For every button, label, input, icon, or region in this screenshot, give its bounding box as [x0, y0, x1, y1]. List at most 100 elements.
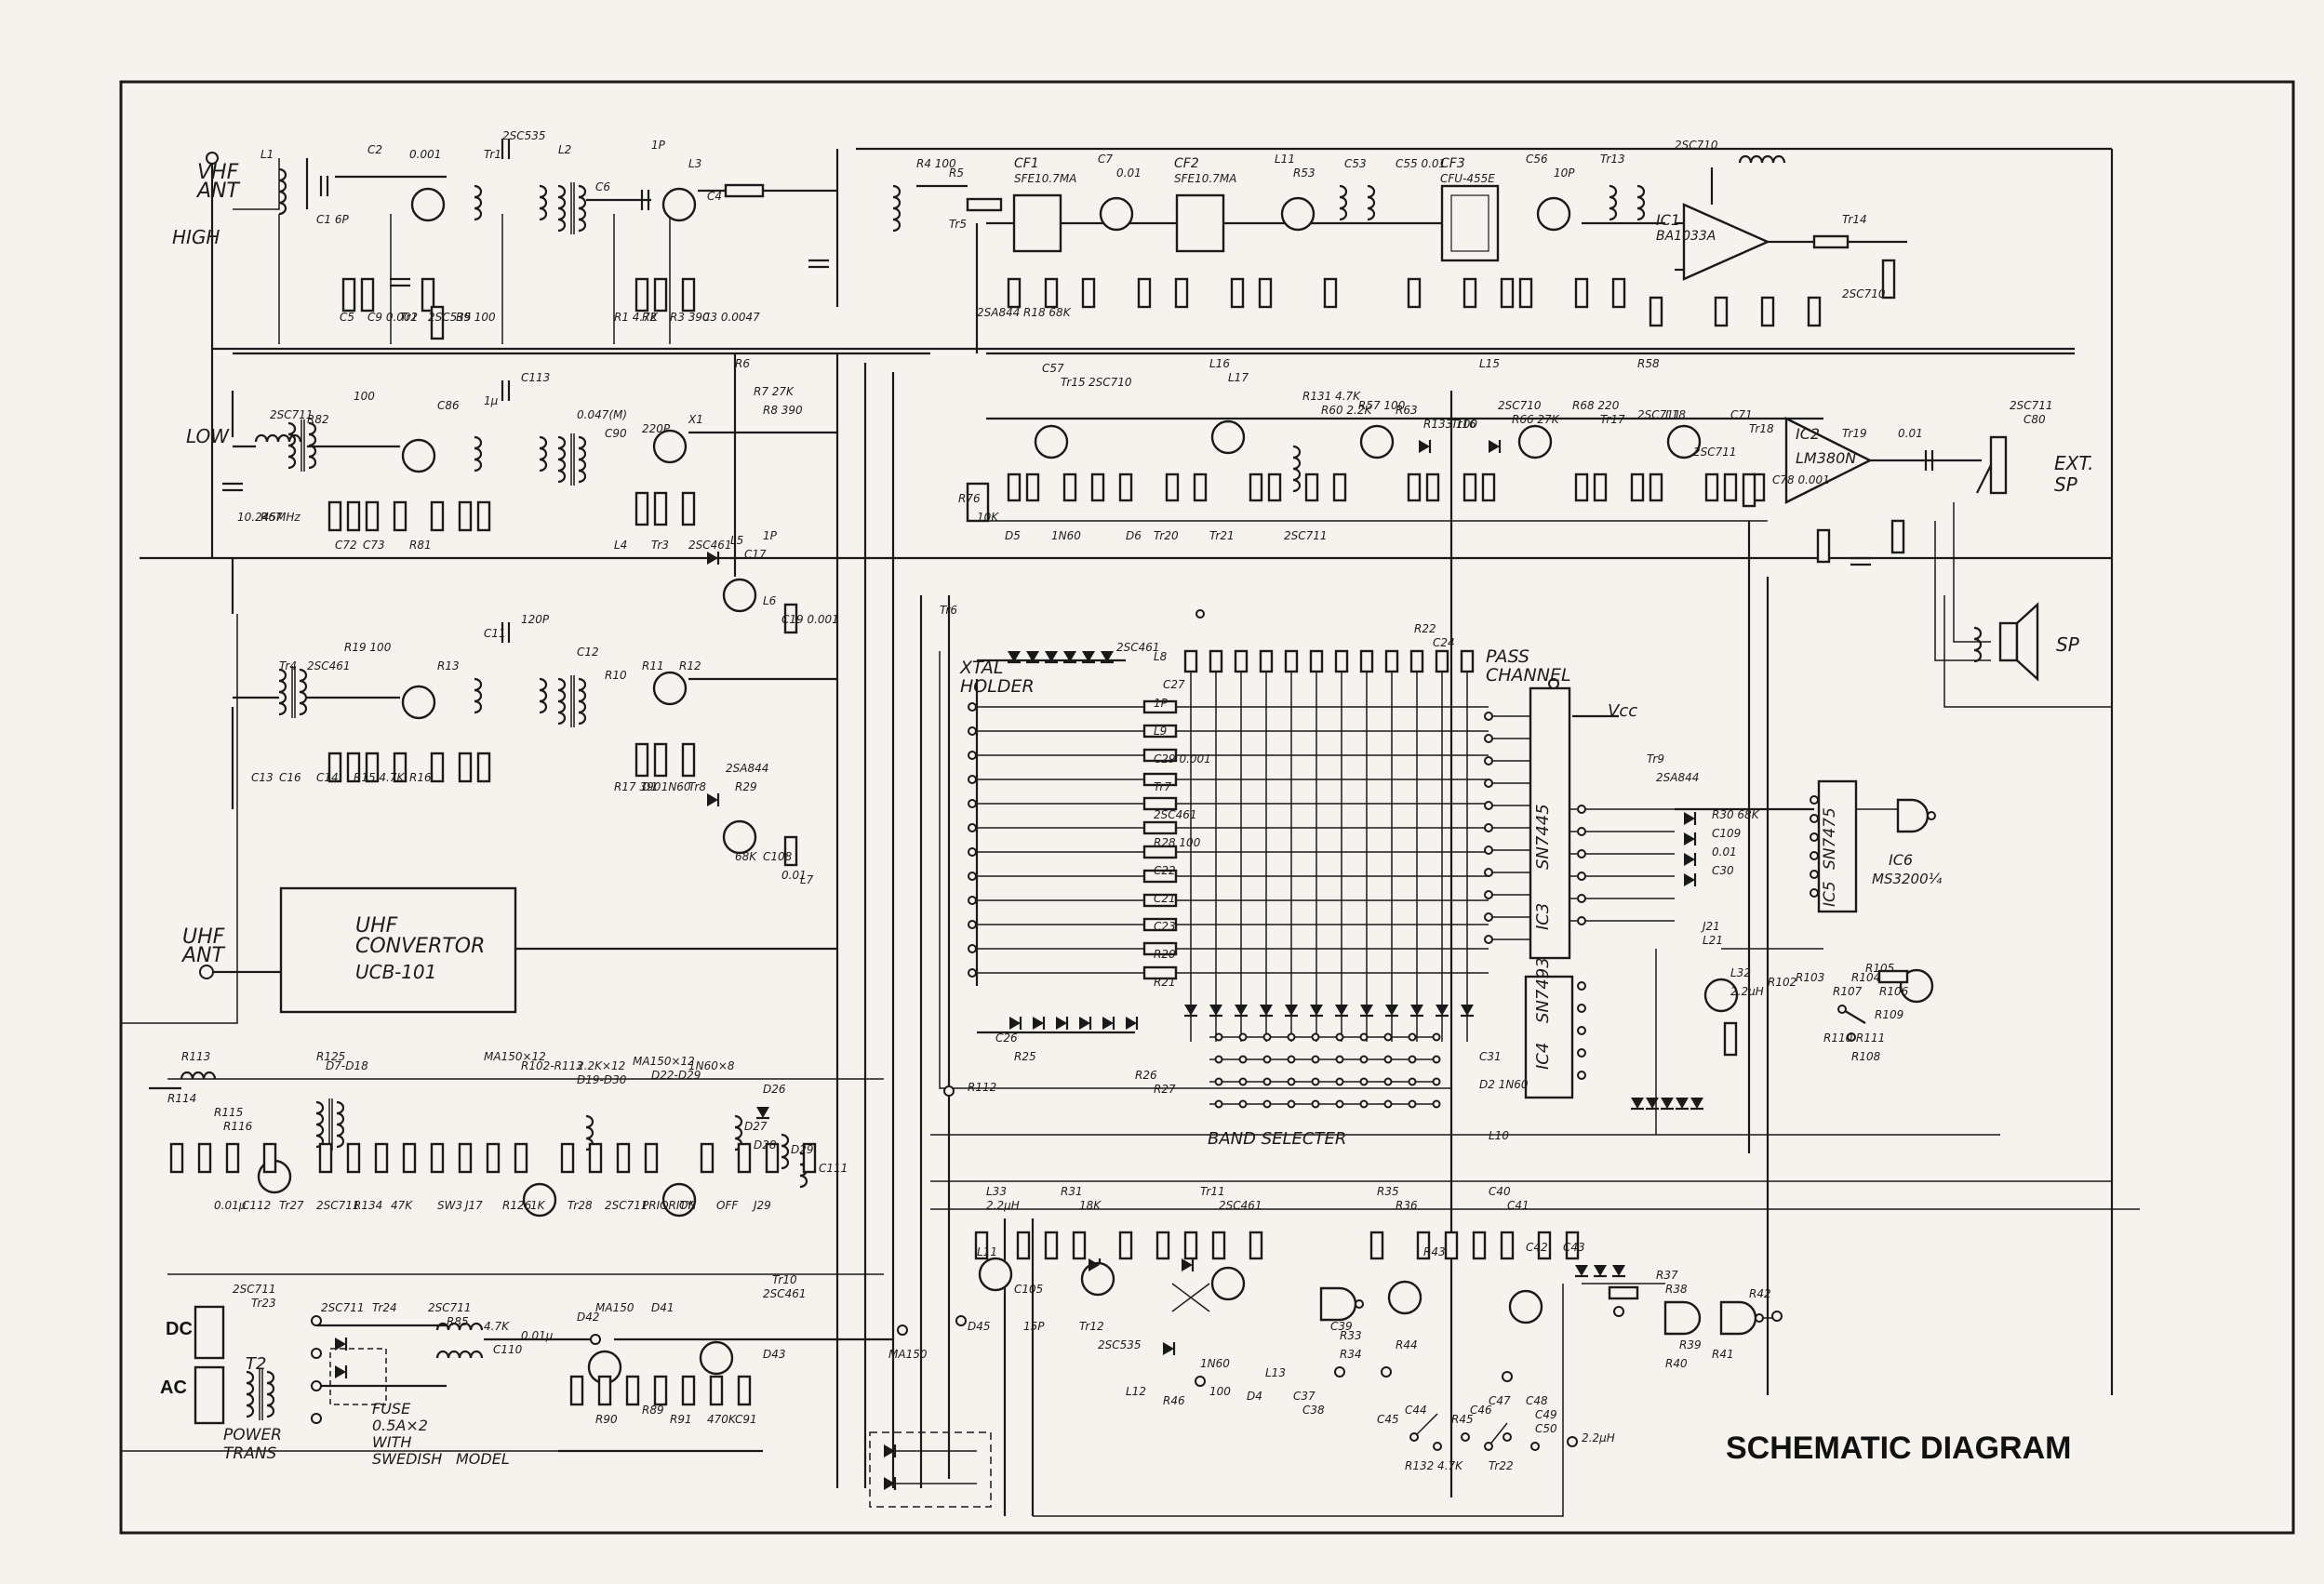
- component-label: C4: [707, 190, 722, 203]
- resistor: [1463, 473, 1477, 502]
- fuse-line4: SWEDISH: [372, 1450, 442, 1468]
- resistor: [1284, 649, 1299, 673]
- resistor: [1500, 1231, 1515, 1260]
- component-label: 1P: [651, 139, 666, 152]
- component-label: R37: [1656, 1269, 1678, 1282]
- component-label: R125: [316, 1050, 345, 1063]
- component-label: Tr22: [1489, 1459, 1514, 1472]
- resistor: [318, 1142, 333, 1174]
- resistor: [1608, 1285, 1639, 1300]
- component-label: D7-D18: [326, 1059, 368, 1072]
- resistor: [225, 1142, 240, 1174]
- component-label: X1: [688, 413, 703, 426]
- component-label: R3 390: [670, 311, 710, 324]
- component-label: R11: [642, 659, 664, 672]
- resistor: [1118, 473, 1133, 502]
- component-label: C56: [1526, 153, 1548, 166]
- diode: [1026, 651, 1039, 662]
- resistor: [1142, 796, 1178, 811]
- component-label: 15P: [1023, 1320, 1045, 1333]
- component-label: 2.2μH: [986, 1199, 1020, 1212]
- resistor: [458, 1142, 473, 1174]
- inductor: [781, 1133, 790, 1170]
- resistor: [1704, 473, 1719, 502]
- terminal: [1484, 823, 1493, 832]
- component-label: Tr28: [568, 1199, 593, 1212]
- component-label: C45: [1377, 1413, 1399, 1426]
- terminal: [1195, 1376, 1206, 1387]
- channel-label: CHANNEL: [1486, 665, 1571, 686]
- component-label: L12: [1126, 1385, 1146, 1398]
- resistor: [1460, 649, 1475, 673]
- terminal: [968, 751, 977, 760]
- wire: [1171, 1283, 1210, 1312]
- inductor: [474, 435, 483, 473]
- inductor: [278, 167, 287, 216]
- component-label: C50: [1535, 1422, 1557, 1435]
- component-label: C21: [1154, 892, 1176, 905]
- component-label: C49: [1535, 1408, 1557, 1421]
- component-label: R6: [735, 357, 750, 370]
- component-label: C11: [484, 627, 506, 640]
- component-label: C71: [1730, 408, 1753, 421]
- component-label: R57 100: [1358, 399, 1406, 412]
- terminal: [1432, 1055, 1441, 1064]
- resistor: [1816, 528, 1831, 564]
- component-label: MA150×12: [484, 1050, 546, 1063]
- terminal: [311, 1380, 322, 1391]
- diode: [1089, 1258, 1100, 1271]
- diode: [1684, 873, 1695, 886]
- resistor: [1137, 277, 1152, 309]
- resistor: [737, 1142, 752, 1174]
- wire: [1033, 1284, 1564, 1517]
- component-label: L11: [1275, 153, 1295, 166]
- terminal: [1577, 981, 1586, 991]
- ceramic-filter: [1012, 193, 1062, 253]
- component-label: L32: [1730, 966, 1751, 979]
- component-label: 1K: [530, 1199, 546, 1212]
- xtal-holder-line1: XTAL: [959, 658, 1003, 678]
- uhf-ant-label-1: UHF: [182, 925, 225, 949]
- resistor: [1500, 277, 1515, 309]
- component-label: R126: [502, 1199, 532, 1212]
- resistor: [1714, 296, 1729, 327]
- component-label: C6: [595, 180, 610, 193]
- speaker-cone: [2015, 602, 2039, 682]
- component-label: 2SA844: [726, 762, 768, 775]
- resistor: [1267, 473, 1282, 502]
- resistor: [1649, 296, 1663, 327]
- terminal: [1484, 712, 1493, 721]
- component-label: 2SC461: [1154, 808, 1197, 821]
- component-label: 0.001: [409, 148, 441, 161]
- resistor: [374, 1142, 389, 1174]
- resistor: [1193, 473, 1208, 502]
- resistor: [1165, 473, 1180, 502]
- wire: [121, 614, 238, 1024]
- inductor: [278, 668, 287, 716]
- component-label: C39: [1330, 1320, 1353, 1333]
- component-label: C73: [363, 539, 385, 552]
- resistor: [360, 277, 375, 313]
- diode: [1102, 1017, 1114, 1030]
- terminal: [1484, 935, 1493, 944]
- diode: [1419, 440, 1430, 453]
- component-label: R76: [958, 492, 981, 505]
- component-label: R30 68K: [1712, 808, 1760, 821]
- component-label: Tr10: [772, 1273, 797, 1286]
- component-label: L3: [688, 157, 701, 170]
- component-label: C78 0.001: [1772, 473, 1830, 486]
- terminal: [1502, 1371, 1513, 1382]
- resistor: [1142, 941, 1178, 956]
- resistor: [262, 1142, 277, 1174]
- inductor: [474, 677, 483, 714]
- resistor: [653, 742, 668, 778]
- transistor: [401, 685, 436, 720]
- resistor: [476, 500, 491, 532]
- component-label: D27: [744, 1120, 768, 1133]
- component-label: C55 0.01: [1396, 157, 1446, 170]
- dc-jack: [194, 1305, 225, 1360]
- component-label: Tr1: [484, 148, 501, 161]
- component-label: 2SC711: [1693, 446, 1737, 459]
- resistor: [1183, 649, 1198, 673]
- transistor: [1034, 424, 1069, 459]
